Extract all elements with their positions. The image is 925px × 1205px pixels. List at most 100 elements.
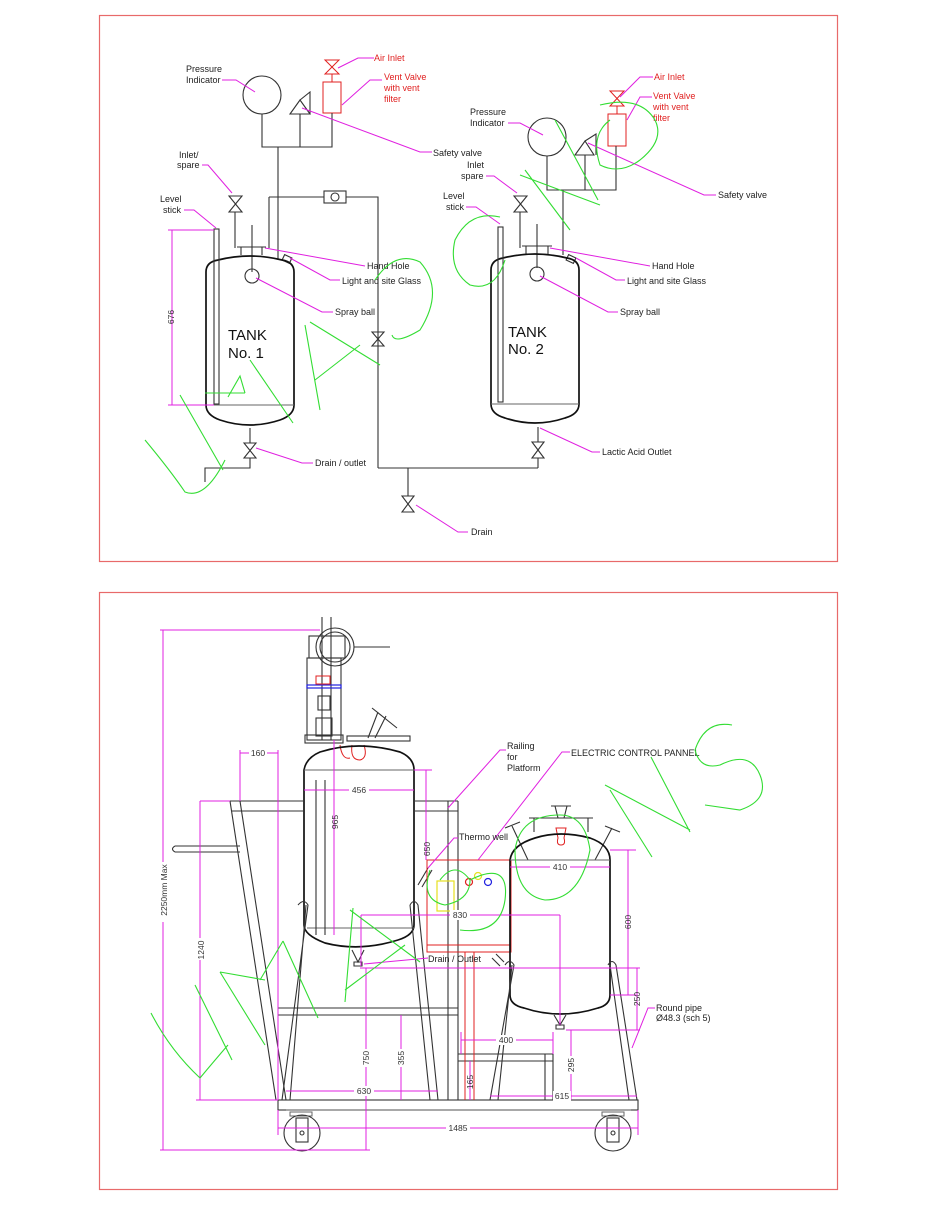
dim-250: [360, 967, 640, 1031]
leader-vent: [341, 79, 382, 106]
tank1-vent-filter: [322, 81, 342, 114]
tank2-air-inlet-valve: [608, 90, 626, 114]
tank1-level-dimension: [168, 229, 214, 406]
dim-bg-400: [496, 1035, 516, 1045]
leader-thermo: [427, 837, 458, 869]
ga-red-coupling: [315, 675, 331, 685]
ga-base-frame: [277, 1099, 639, 1111]
tank2-inlet-label-2: spare: [461, 171, 484, 181]
leader-panel: [477, 751, 570, 861]
ga-dip-tube: [315, 780, 326, 935]
railing-label-2: for: [507, 752, 518, 762]
ga-tank2-cover: [529, 817, 593, 832]
tank2-vent-label-1: Vent Valve: [653, 91, 695, 101]
wm-n: [179, 359, 294, 471]
ga-mid-rail: [278, 1007, 458, 1016]
leader2-lactic: [539, 427, 600, 453]
drain-header-pipe: [378, 467, 538, 496]
watermark-bottom: [150, 723, 764, 1079]
tank1-spray-label: Spray ball: [335, 307, 375, 317]
tank2-vent-label-3: filter: [653, 113, 670, 123]
tank2-level-label-1: Level: [443, 191, 465, 201]
ga-wheel2: [594, 1114, 632, 1152]
wm-s1: [374, 258, 433, 340]
ga-tank1-outlet: [351, 949, 365, 967]
dim-410-text: 410: [553, 862, 567, 872]
dim-1240-text: 1240: [196, 940, 206, 959]
dim-295-text: 295: [566, 1058, 576, 1072]
leader2-level: [466, 206, 501, 225]
ga-panel-display: [436, 880, 455, 912]
tank1-pressure-gauge: [242, 75, 282, 115]
dim-650-text: 650: [422, 842, 432, 856]
ga-panel-box: [426, 859, 512, 953]
dim-bg-750: [361, 1049, 371, 1067]
tank2-inlet-label-1: Inlet: [467, 160, 485, 170]
leader2-vent: [626, 96, 652, 121]
leader-drain1: [255, 447, 313, 464]
ga-blue-indicator: [483, 877, 493, 887]
dim-355-text: 355: [396, 1051, 406, 1065]
ga-step: [458, 1053, 554, 1100]
round-pipe-label-2: Ø48.3 (sch 5): [656, 1013, 711, 1023]
dim-bg-630: [354, 1086, 374, 1096]
dim-456-text: 456: [352, 785, 366, 795]
tank2-spray-label: Spray ball: [620, 307, 660, 317]
dim-615-text: 615: [555, 1091, 569, 1101]
tank1-air-inlet-label: Air Inlet: [374, 53, 405, 63]
top-frame: [98, 14, 839, 563]
ga-blue-coupling: [306, 684, 342, 689]
dim-965-text: 965: [330, 815, 340, 829]
leader-light: [289, 257, 340, 281]
wm2-n2: [604, 756, 691, 858]
tank1-drain-valve: [204, 428, 258, 482]
tank2-safety-valve-symbol: [573, 132, 597, 156]
leader2-light: [575, 257, 625, 281]
dim-1485-text: 1485: [449, 1123, 468, 1133]
tank2-assembly: TANK No. 2: [490, 90, 627, 468]
ga-leaders: [363, 749, 655, 1049]
tank1-hand-hole-label: Hand Hole: [367, 261, 410, 271]
tank2-vent-label-2: with vent: [652, 102, 689, 112]
tank1-manifold-pipe: [261, 113, 333, 260]
leader-drain: [415, 504, 468, 533]
tank2-manifold-pipe: [546, 146, 617, 255]
ga-top-plate: [346, 735, 411, 742]
control-panel-label: ELECTRIC CONTROL PANNEL: [571, 748, 700, 758]
dim-600: [610, 849, 636, 996]
ga-wheel2-axle: [610, 1130, 616, 1136]
leader2-air-inlet: [619, 76, 653, 98]
wm2-s: [426, 869, 507, 932]
wm-o: [452, 215, 506, 287]
ga-platform: [171, 800, 639, 1152]
ga-nozzle: [367, 707, 398, 739]
tank2-title-1: TANK: [508, 324, 547, 341]
tank2-air-inlet-label: Air Inlet: [654, 72, 685, 82]
dim-160-text: 160: [251, 748, 265, 758]
wm2-u: [150, 984, 233, 1079]
dim-bg-1485: [446, 1123, 470, 1133]
tank1-light-label: Light and site Glass: [342, 276, 422, 286]
wm2-o: [514, 814, 591, 901]
leader2-spray: [539, 275, 618, 313]
tank2-spray-ball: [529, 266, 545, 282]
dim-630-text: 630: [357, 1086, 371, 1096]
ga-tank1-legs: [281, 900, 439, 1101]
ga-seal: [315, 717, 333, 737]
round-pipe-label-1: Round pipe: [656, 1003, 702, 1013]
wm2-n: [219, 940, 319, 1046]
thermo-well-label: Thermo well: [459, 832, 508, 842]
ga-tank2-top-nozzle: [551, 805, 571, 819]
tank1-level-dim-text: 676: [166, 310, 176, 324]
tank2-pressure-label-1: Pressure: [470, 107, 506, 117]
tank2-inlet-valve: [512, 195, 529, 248]
leader2-inlet: [486, 175, 518, 194]
dim-250-text: 250: [632, 992, 642, 1006]
wm-n2: [519, 119, 601, 231]
sight-glass-circle: [330, 192, 340, 202]
ga-wheel1-fork: [295, 1117, 309, 1143]
tank1-leaders: [184, 57, 468, 533]
tank2-outlet-valve: [530, 427, 546, 468]
drain-label: Drain: [471, 527, 493, 537]
tank2-leaders: [466, 76, 716, 453]
